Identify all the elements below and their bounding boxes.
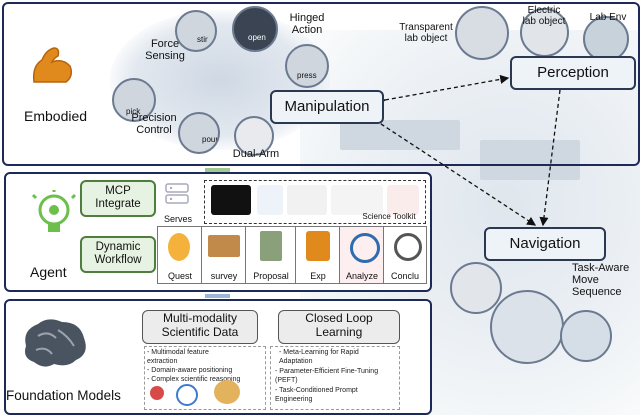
robot-arm-icon [306,231,330,261]
toolkit-icon [211,185,251,215]
dual-arm-photo [234,116,274,156]
science-toolkit-label: Science Toolkit [362,212,416,221]
workflow-step-analyze: Analyze [339,226,385,284]
multimodal-box: Multi-modality Scientific Data [142,310,258,344]
toolkit-icon [331,185,383,215]
dynamic-workflow-box: Dynamic Workflow [80,236,156,273]
network-icon [214,380,240,404]
workflow-step-proposal: Proposal [245,226,297,284]
transparent-object-photo [455,6,509,60]
toolkit-icon [257,185,283,215]
conclusion-icon [394,233,422,261]
task-aware-label: Task-Aware Move Sequence [572,262,630,298]
molecule-icons [150,380,260,406]
open-photo: open [232,6,278,52]
perception-node: Perception [510,56,636,90]
electric-object-label: Electric lab object [522,5,566,27]
lab-env-label: Lab Env [589,12,627,23]
toolkit-icon [287,185,327,215]
pick-photo: pick [112,78,156,122]
magnifier-icon [350,233,380,263]
closed-loop-item: - Parameter-Efficient Fine-Tuning (PEFT) [275,368,379,384]
brain-icon [25,319,86,367]
hinged-action-label: Hinged Action [289,12,325,36]
foundation-title: Foundation Models [6,388,121,403]
clipboard-icon [260,231,282,261]
question-icon [168,233,190,261]
nav-robot-photo [450,262,502,314]
multimodal-item: - Multimodal feature extraction [147,349,209,365]
pour-photo: pour [178,112,220,154]
stir-photo: stir [175,10,217,52]
force-sensing-label: Force Sensing [145,38,185,62]
workflow-step-conclu: Conclu [383,226,427,284]
workflow-step-quest: Quest [157,226,203,284]
molecule-icon [150,386,164,400]
nav-robot-photo [560,310,612,362]
embodied-panel [2,2,640,166]
precision-control-label: Precision Control [131,112,177,136]
multimodal-item: - Domain-aware positioning [147,367,233,374]
closed-loop-box: Closed Loop Learning [278,310,400,344]
navigation-node: Navigation [484,227,606,261]
closed-loop-item: - Task-Conditioned Prompt Engineering [275,387,358,403]
press-photo: press [285,44,329,88]
server-icon [165,183,189,204]
multimodal-item: - Complex scientific reasoning [147,376,241,383]
closed-loop-item: - Meta-Learning for Rapid Adaptation [279,349,359,365]
lightbulb-gear-icon [31,190,77,232]
mcp-integrate-box: MCP Integrate [80,180,156,217]
book-icon [208,235,240,257]
dual-arm-label: Dual-Arm [232,148,280,160]
toolkit-icon [387,185,419,215]
closed-loop-list: - Meta-Learning for Rapid Adaptation - P… [270,346,400,410]
science-toolkit-box: Science Toolkit [204,180,426,224]
manipulation-node: Manipulation [270,90,384,124]
transparent-object-label: Transparent lab object [399,22,453,44]
agent-title: Agent [30,264,67,280]
workflow-step-survey: survey [201,226,247,284]
multimodal-list: - Multimodal feature extraction - Domain… [144,346,266,410]
atom-icon [176,384,198,406]
flexed-arm-icon [32,47,73,83]
serves-label: Serves [163,214,192,224]
workflow-step-exp: Exp [295,226,341,284]
embodied-title: Embodied [24,108,88,124]
nav-robot-photo [490,290,564,364]
